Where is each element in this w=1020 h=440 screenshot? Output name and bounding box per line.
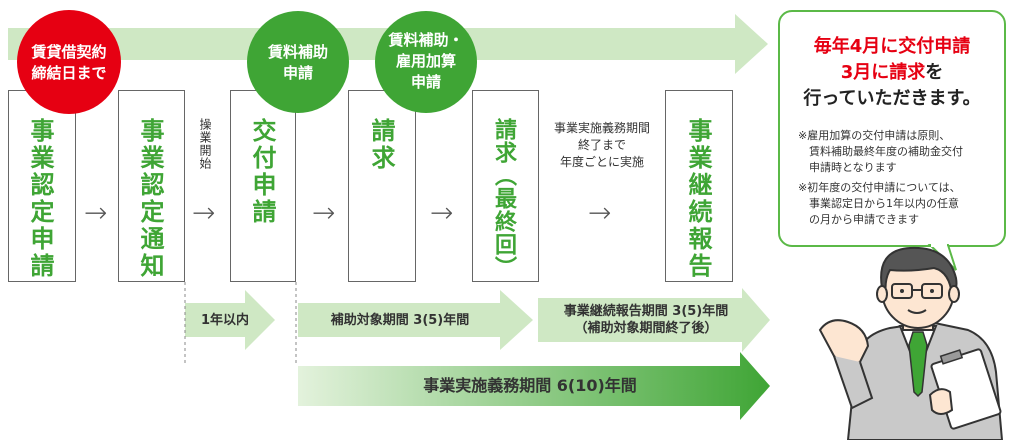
step-box-5 xyxy=(472,90,539,282)
circle-label-rent-employment: 賃料補助・ 雇用加算 申請 xyxy=(388,31,464,91)
speech-line-2-black: を xyxy=(925,62,944,83)
note-implementation: 事業実施義務期間 終了まで 年度ごとに実施 xyxy=(553,121,650,169)
right-arrow-icon: → xyxy=(312,196,336,229)
note-start-operation: 操業開始 xyxy=(198,118,212,170)
obligation-period-arrow xyxy=(298,352,770,420)
speech-line-2: 3月に請求を xyxy=(780,60,1004,86)
step-box-6 xyxy=(665,90,733,282)
speech-bubble: 毎年4月に交付申請 3月に請求を 行っていただきます。 ※雇用加算の交付申請は原… xyxy=(778,10,1006,247)
speech-note-2: ※初年度の交付申請については、 事業認定日から1年以内の任意 の月から申請できま… xyxy=(798,181,961,226)
period-obligation: 事業実施義務期間 6(10)年間 xyxy=(423,376,637,395)
right-arrow-icon: → xyxy=(588,196,612,229)
step-box-2 xyxy=(118,90,185,282)
period-subsidy: 補助対象期間 3(5)年間 xyxy=(330,313,470,328)
period-report: 事業継続報告期間 3(5)年間 （補助対象期間終了後） xyxy=(563,304,729,336)
speech-note-1: ※雇用加算の交付申請は原則、 賃料補助最終年度の補助金交付 申請時となります xyxy=(798,129,963,174)
step-label-1: 事業認定申請 xyxy=(26,118,54,280)
period-one-year: 1年以内 xyxy=(200,313,250,328)
step-label-6: 事業継続報告 xyxy=(684,118,712,280)
subsidy-period-arrow xyxy=(298,290,533,350)
circle-label-contract: 賃貸借契約 締結日まで xyxy=(31,43,107,82)
one-year-arrow xyxy=(185,290,275,350)
step-box-4 xyxy=(348,90,416,282)
step-label-4: 請求 xyxy=(367,118,395,172)
step-label-5: 請求（最終回） xyxy=(491,118,516,279)
step-label-2: 事業認定通知 xyxy=(136,118,164,280)
right-arrow-icon: → xyxy=(430,196,454,229)
report-period-arrow xyxy=(538,288,770,352)
step-box-3 xyxy=(230,90,296,282)
step-box-1 xyxy=(8,90,76,282)
speech-line-3: 行っていただきます。 xyxy=(803,88,981,109)
step-label-3: 交付申請 xyxy=(248,118,276,226)
right-arrow-icon: → xyxy=(192,196,216,229)
circle-label-rent-application: 賃料補助 申請 xyxy=(267,43,328,82)
speech-line-2-red: 3月に請求 xyxy=(840,62,926,83)
right-arrow-icon: → xyxy=(84,196,108,229)
speech-line-1: 毎年4月に交付申請 xyxy=(813,36,971,57)
